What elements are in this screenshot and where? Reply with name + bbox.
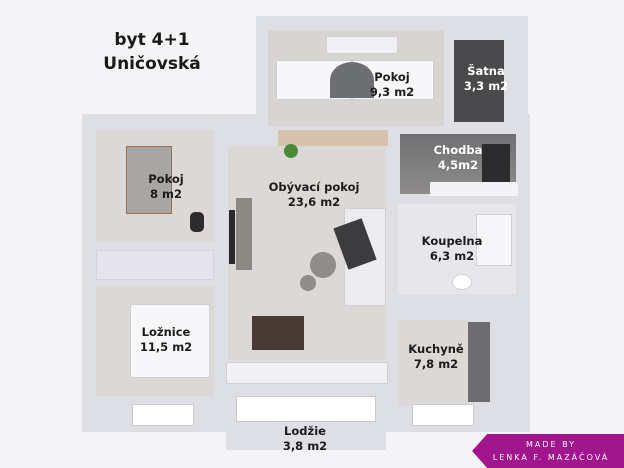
coffee-table-big <box>310 252 336 278</box>
room-name: Pokoj <box>148 172 184 186</box>
room-name: Chodba <box>433 143 483 157</box>
room-area: 8 m2 <box>150 187 182 201</box>
coffee-table-small <box>300 275 316 291</box>
chair <box>190 212 204 232</box>
double-bed <box>130 304 210 378</box>
room-label-satna: Šatna 3,3 m2 <box>456 64 516 94</box>
room-area: 6,3 m2 <box>429 249 475 263</box>
room-name: Šatna <box>467 64 505 78</box>
desk-bed <box>126 146 172 214</box>
bookshelf <box>278 130 388 146</box>
credit-text: MADE BY LENKA F. MAZÁČOVÁ <box>486 438 616 464</box>
chodba-cabinet <box>430 182 518 196</box>
room-lodzie <box>236 396 376 422</box>
kitchen-appliance <box>468 322 490 402</box>
credit-line2: LENKA F. MAZÁČOVÁ <box>492 453 610 462</box>
room-kuchyne <box>398 320 468 406</box>
tv-unit <box>236 198 252 270</box>
toilet <box>452 274 472 290</box>
bathtub <box>476 214 512 266</box>
closet-wall <box>96 250 214 280</box>
room-area: 9,3 m2 <box>369 85 415 99</box>
credit-badge <box>472 434 624 468</box>
room-label-obyvaci-pokoj: Obývací pokoj 23,6 m2 <box>266 180 362 210</box>
room-name: Lodžie <box>284 424 326 438</box>
room-area: 11,5 m2 <box>139 340 193 354</box>
room-label-pokoj-9: Pokoj 9,3 m2 <box>362 70 422 100</box>
plant-icon <box>284 144 298 158</box>
kitchen-counter <box>226 362 388 384</box>
plan-title-line1: byt 4+1 <box>114 30 190 50</box>
room-satna <box>454 40 504 122</box>
shelf <box>326 36 398 54</box>
room-area: 23,6 m2 <box>287 195 341 209</box>
credit-line1: MADE BY <box>525 440 577 449</box>
plan-title-line2: Uničovská <box>103 54 201 74</box>
rug <box>330 62 374 98</box>
room-label-loznice: Ložnice 11,5 m2 <box>126 325 206 355</box>
dining-table <box>252 316 304 350</box>
window-loznice <box>132 404 194 426</box>
room-label-chodba: Chodba 4,5m2 <box>428 143 488 173</box>
window-kuchyne <box>412 404 474 426</box>
room-label-pokoj-8: Pokoj 8 m2 <box>136 172 196 202</box>
room-area: 7,8 m2 <box>413 357 459 371</box>
plan-title: byt 4+1 Uničovská <box>102 28 202 76</box>
room-area: 3,3 m2 <box>463 79 509 93</box>
room-label-kuchyne: Kuchyně 7,8 m2 <box>406 342 466 372</box>
room-label-koupelna: Koupelna 6,3 m2 <box>414 234 490 264</box>
room-name: Pokoj <box>374 70 410 84</box>
room-label-lodzie: Lodžie 3,8 m2 <box>270 424 340 454</box>
tv <box>229 210 235 264</box>
room-area: 3,8 m2 <box>282 439 328 453</box>
room-name: Kuchyně <box>408 342 464 356</box>
room-name: Obývací pokoj <box>268 180 360 194</box>
room-name: Koupelna <box>421 234 483 248</box>
room-name: Ložnice <box>141 325 191 339</box>
chodba-door <box>482 144 510 184</box>
room-area: 4,5m2 <box>437 158 479 172</box>
